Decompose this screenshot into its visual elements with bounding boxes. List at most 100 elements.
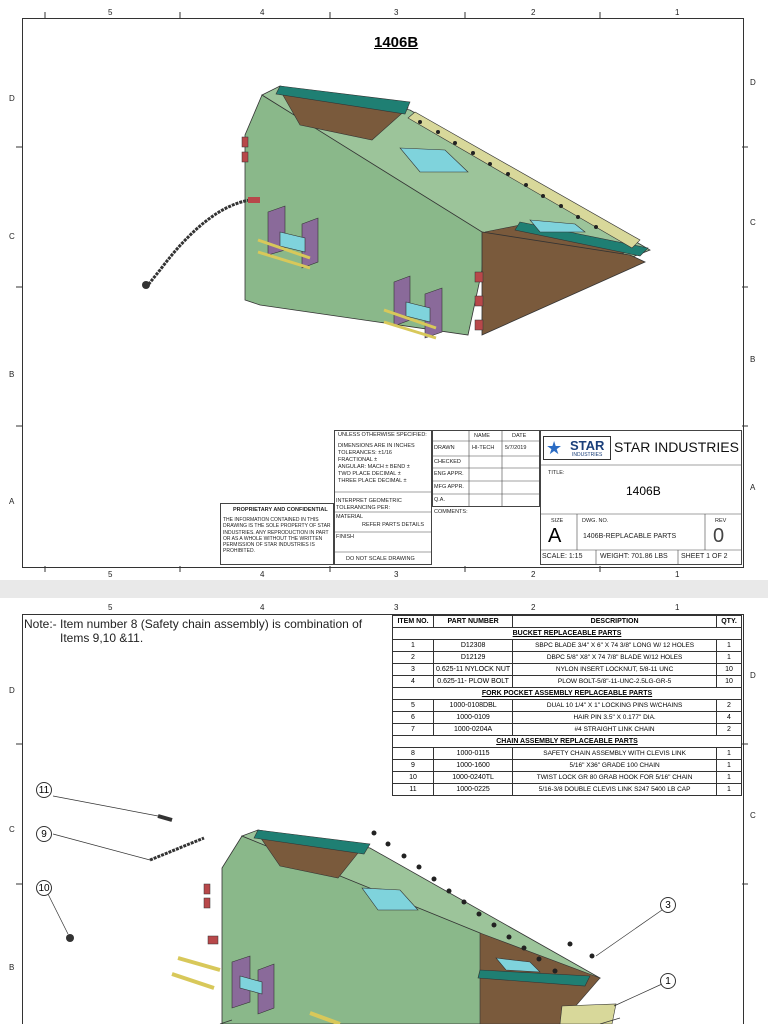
material-value: REFER PARTS DETAILS <box>362 522 425 528</box>
star-industries-logo: ★ STAR INDUSTRIES <box>543 436 611 460</box>
company-block <box>540 430 742 565</box>
approval-grid-lines <box>334 430 540 553</box>
zone-col-4-s2: 4 <box>260 603 265 612</box>
zone-col-5-s2: 5 <box>108 603 113 612</box>
exploded-view <box>16 743 748 1024</box>
fractional-note: FRACTIONAL ± <box>338 457 378 463</box>
zone-col-3-s2: 3 <box>394 603 399 612</box>
zone-row-b-right: B <box>750 355 756 364</box>
zone-row-b: B <box>9 370 15 379</box>
part-number-cell: 1000-0225 <box>432 783 514 796</box>
qty-cell: 2 <box>716 699 742 712</box>
company-name: STAR INDUSTRIES <box>614 439 739 455</box>
col-date: DATE <box>512 433 527 439</box>
unless-specified: UNLESS OTHERWISE SPECIFIED: <box>338 432 427 438</box>
dwg-no-label: DWG. NO. <box>582 518 609 524</box>
proprietary-block <box>220 503 334 565</box>
title-label: TITLE: <box>548 470 565 476</box>
sheet-border <box>22 18 744 568</box>
scale-label: SCALE: 1:15 <box>542 553 583 560</box>
size-label: SIZE <box>551 518 564 524</box>
sheet-label: SHEET 1 OF 2 <box>681 553 728 560</box>
zone-row-d-s2-right: D <box>750 671 756 680</box>
drawn-name: HI-TECH <box>472 445 495 451</box>
bucket-isometric-view <box>16 12 748 572</box>
dwg-no-value: 1406B-REPLACABLE PARTS <box>583 533 677 540</box>
comments-label: COMMENTS: <box>434 509 468 515</box>
tolerances-note: TOLERANCES: ±1/16 <box>338 450 392 456</box>
proprietary-title: PROPRIETARY AND CONFIDENTIAL <box>233 507 328 513</box>
logo-star-text: STAR <box>570 438 605 453</box>
balloon-item-9: 9 <box>36 826 52 842</box>
zone-col-1: 1 <box>675 8 680 17</box>
rev-label: REV <box>715 518 727 524</box>
checked-label: CHECKED <box>434 459 461 465</box>
parts-table: ITEM NO. PART NUMBER DESCRIPTION QTY. BU… <box>392 615 742 796</box>
zone-row-a: A <box>9 497 15 506</box>
approval-grid <box>432 430 540 507</box>
zone-col-4: 4 <box>260 8 265 17</box>
balloon-item-1: 1 <box>660 973 676 989</box>
interpret-note: INTERPRET GEOMETRIC <box>336 498 402 504</box>
title-value: 1406B <box>626 484 661 498</box>
dims-note: DIMENSIONS ARE IN INCHES <box>338 443 415 449</box>
company-block-lines <box>540 464 742 565</box>
two-place-note: TWO PLACE DECIMAL ± <box>338 471 401 477</box>
balloon-item-10: 10 <box>36 880 52 896</box>
description-cell: 5/16-3/8 DOUBLE CLEVIS LINK S247 5400 LB… <box>512 783 717 796</box>
tolerance-block <box>334 430 432 565</box>
balloon-item-11: 11 <box>36 782 52 798</box>
drawn-date: 5/7/2019 <box>505 445 527 451</box>
finish-label: FINISH <box>336 534 355 540</box>
rev-value: 0 <box>713 525 725 547</box>
eng-appr-label: ENG APPR. <box>434 471 464 477</box>
angular-note: ANGULAR: MACH ± BEND ± <box>338 464 410 470</box>
zone-col-4-bottom: 4 <box>260 570 265 579</box>
mfg-appr-label: MFG APPR. <box>434 484 464 490</box>
logo-industries-text: INDUSTRIES <box>572 452 603 458</box>
zone-row-c: C <box>9 232 15 241</box>
three-place-note: THREE PLACE DECIMAL ± <box>338 478 407 484</box>
zone-row-d-s2: D <box>9 686 15 695</box>
zone-col-1-s2: 1 <box>675 603 680 612</box>
zone-row-d-right: D <box>750 78 756 87</box>
zone-col-2-bottom: 2 <box>531 570 536 579</box>
drawing-title: 1406B <box>374 34 419 51</box>
size-value: A <box>548 525 562 547</box>
assembly-note: Note:- Item number 8 (Safety chain assem… <box>24 617 362 645</box>
zone-col-5: 5 <box>108 8 113 17</box>
zone-col-2-s2: 2 <box>531 603 536 612</box>
zone-row-c-s2-right: C <box>750 811 756 820</box>
proprietary-text: THE INFORMATION CONTAINED IN THIS DRAWIN… <box>223 517 331 555</box>
zone-col-1-bottom: 1 <box>675 570 680 579</box>
note-line-2: Items 9,10 &11. <box>60 631 144 645</box>
qty-cell: 1 <box>716 783 742 796</box>
sheet-border-2 <box>22 614 744 1024</box>
tolerancing-note: TOLERANCING PER: <box>336 505 390 511</box>
zone-row-d: D <box>9 94 15 103</box>
zone-col-3: 3 <box>394 8 399 17</box>
drawn-label: DRAWN <box>434 445 455 451</box>
note-line-1: Note:- Item number 8 (Safety chain assem… <box>24 617 363 631</box>
zone-row-c-s2: C <box>9 825 15 834</box>
qa-label: Q.A. <box>434 497 446 503</box>
zone-row-b-s2: B <box>9 963 15 972</box>
part-number-cell: 0.625-11- PLOW BOLT <box>432 675 514 688</box>
do-not-scale: DO NOT SCALE DRAWING <box>346 556 415 562</box>
col-name: NAME <box>474 433 490 439</box>
balloon-item-3: 3 <box>660 897 676 913</box>
weight-label: WEIGHT: 701.86 LBS <box>600 553 668 560</box>
item-no-cell: 11 <box>392 783 434 796</box>
zone-row-c-right: C <box>750 218 756 227</box>
zone-col-5-bottom: 5 <box>108 570 113 579</box>
drawing-sheet-1: 5 4 3 2 1 5 4 3 2 1 D C B A D C B A 1406… <box>0 0 768 580</box>
material-label: MATERIAL <box>336 514 364 520</box>
